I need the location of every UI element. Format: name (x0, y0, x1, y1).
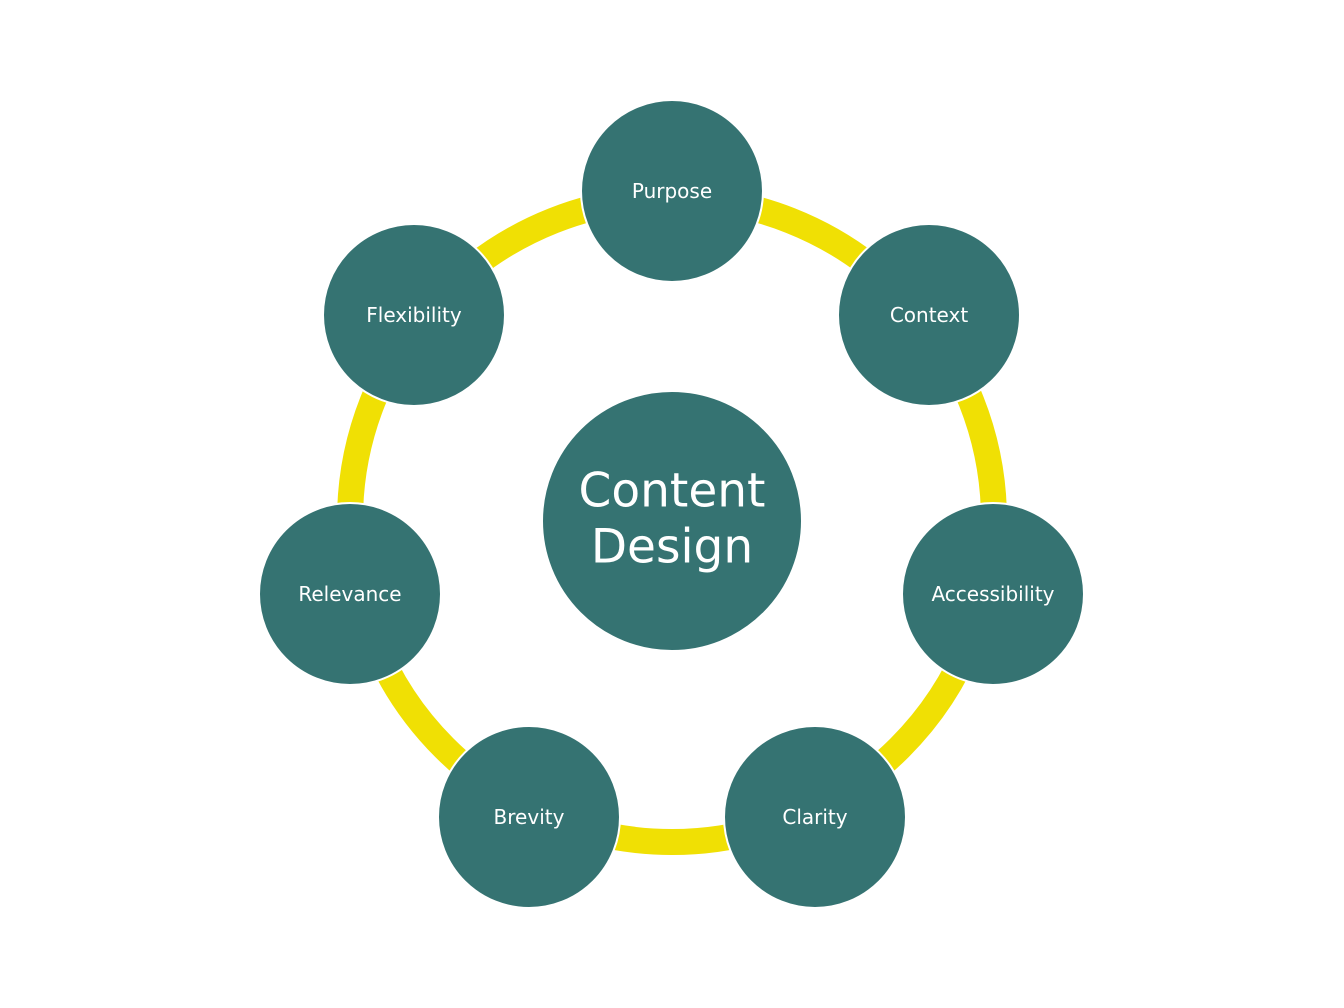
node-flexibility: Flexibility (322, 223, 506, 407)
node-relevance-circle (258, 502, 442, 686)
node-clarity: Clarity (723, 725, 907, 909)
center-circle (541, 390, 803, 652)
node-brevity-label: Brevity (494, 805, 565, 829)
node-clarity-label: Clarity (782, 805, 847, 829)
node-brevity-circle (437, 725, 621, 909)
node-flexibility-label: Flexibility (366, 303, 462, 327)
center-hub: Content Design (541, 390, 803, 652)
node-accessibility: Accessibility (901, 502, 1085, 686)
node-accessibility-circle (901, 502, 1085, 686)
node-relevance-label: Relevance (298, 582, 401, 606)
node-brevity: Brevity (437, 725, 621, 909)
node-clarity-circle (723, 725, 907, 909)
node-context-label: Context (890, 303, 969, 327)
center-label-line2: Design (591, 520, 753, 575)
node-flexibility-circle (322, 223, 506, 407)
node-purpose-circle (580, 99, 764, 283)
node-context: Context (837, 223, 1021, 407)
node-purpose-label: Purpose (632, 179, 712, 203)
center-label-line1: Content (579, 464, 766, 519)
node-accessibility-label: Accessibility (931, 582, 1054, 606)
node-relevance: Relevance (258, 502, 442, 686)
node-purpose: Purpose (580, 99, 764, 283)
node-context-circle (837, 223, 1021, 407)
